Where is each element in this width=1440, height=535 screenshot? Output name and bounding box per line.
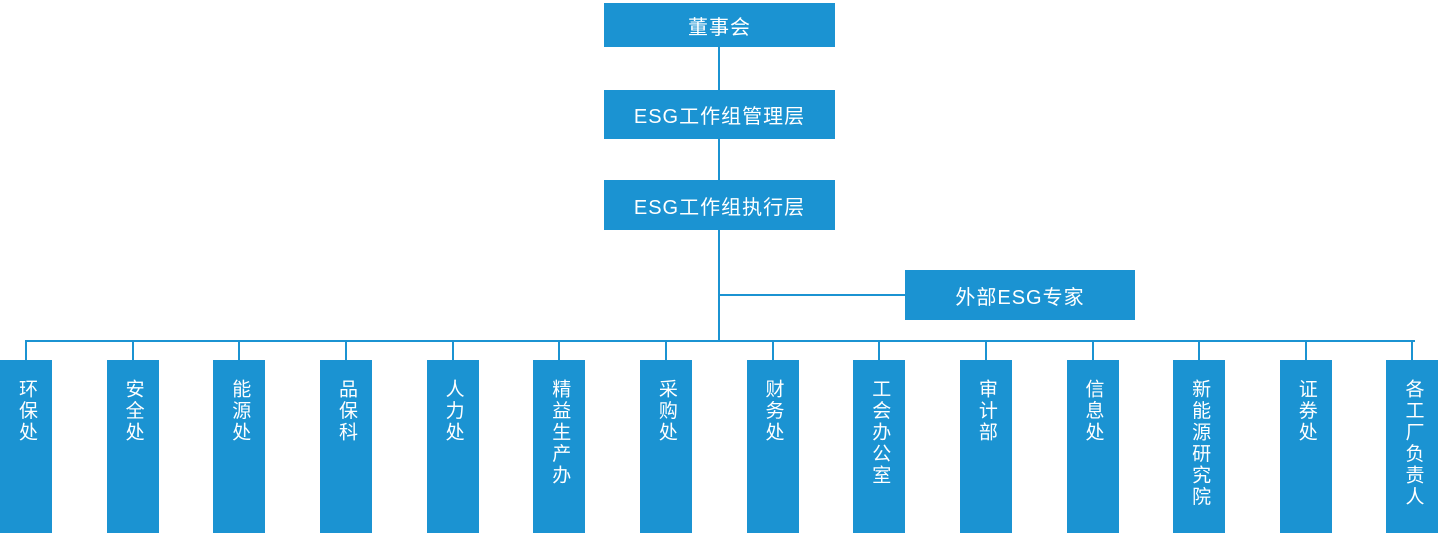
dept-node-gonghuibangongshi: 工会办公室 — [853, 341, 906, 533]
dept-label: 环保处 — [16, 379, 37, 444]
dept-node-xinxichu: 信息处 — [1066, 341, 1119, 533]
dept-node-anquanchu: 安全处 — [106, 341, 159, 533]
dept-label: 各工厂负责人 — [1402, 379, 1424, 508]
org-node-management-label: ESG工作组管理层 — [633, 106, 806, 128]
dept-label: 工会办公室 — [869, 379, 891, 487]
org-node-advisor-label: 外部ESG专家 — [955, 286, 1085, 309]
dept-node-pinbaoke: 品保科 — [319, 341, 372, 533]
org-node-external-esg-experts: 外部ESG专家 — [905, 270, 1135, 320]
dept-node-xinnengyuanyanjiuyuan: 新能源研究院 — [1173, 341, 1226, 533]
dept-label: 人力处 — [442, 379, 464, 444]
dept-label: 信息处 — [1082, 379, 1104, 444]
dept-label: 新能源研究院 — [1189, 379, 1211, 508]
dept-label: 审计部 — [975, 379, 997, 444]
org-node-execution-label: ESG工作组执行层 — [633, 196, 806, 219]
dept-node-gegongchangfuzeren: 各工厂负责人 — [1386, 341, 1439, 533]
org-node-board: 董事会 — [604, 3, 835, 47]
dept-label: 采购处 — [655, 379, 677, 444]
dept-label: 品保科 — [335, 379, 357, 444]
dept-node-shenjibu: 审计部 — [959, 341, 1012, 533]
dept-node-renlichu: 人力处 — [426, 341, 479, 533]
connector-departments-bus — [25, 340, 1415, 342]
dept-node-jingyishengchanban: 精益生产办 — [533, 341, 586, 533]
connector-board-management — [718, 47, 720, 90]
dept-node-zhengquanchu: 证券处 — [1279, 341, 1332, 533]
org-node-board-label: 董事会 — [688, 16, 751, 39]
connector-execution-trunk — [718, 230, 720, 341]
dept-label: 精益生产办 — [549, 379, 571, 487]
dept-label: 能源处 — [229, 379, 251, 444]
org-node-execution: ESG工作组执行层 — [604, 180, 835, 230]
dept-node-huanbaochu: 环保处 — [0, 341, 52, 533]
dept-node-caigouchu: 采购处 — [639, 341, 692, 533]
org-node-management: ESG工作组管理层 — [604, 90, 835, 139]
dept-label: 安全处 — [122, 379, 144, 444]
connector-advisor-branch — [719, 294, 905, 296]
connector-management-execution — [718, 139, 720, 180]
dept-node-caiwuchu: 财务处 — [746, 341, 799, 533]
dept-label: 证券处 — [1295, 379, 1317, 444]
dept-label: 财务处 — [762, 379, 784, 444]
dept-node-nengyuanchu: 能源处 — [213, 341, 266, 533]
